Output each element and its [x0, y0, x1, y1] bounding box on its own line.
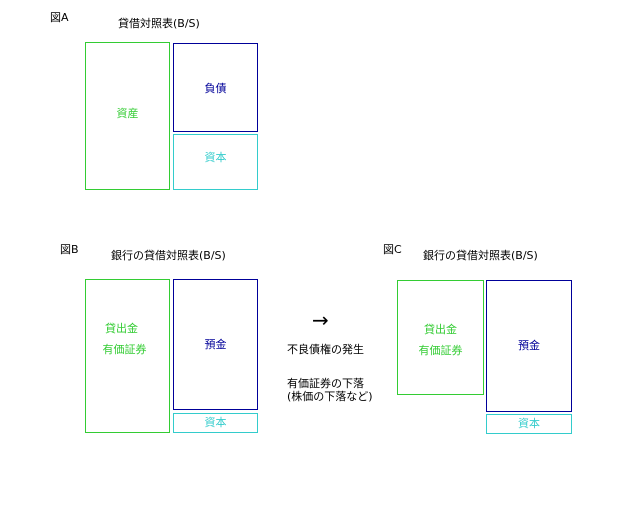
figure-c-liability-box: 預金	[486, 280, 572, 412]
figure-b-liability-label: 預金	[204, 338, 227, 351]
figure-a-title: 貸借対照表(B/S)	[118, 17, 200, 30]
figure-c-capital-label: 資本	[518, 417, 540, 430]
figure-a-liability-box: 負債	[173, 43, 258, 132]
figure-b-label: 図B	[60, 243, 79, 256]
figure-c-capital-box: 資本	[486, 414, 572, 434]
event-securities-drop: 有価証券の下落	[287, 377, 364, 390]
event-securities-drop-note: (株価の下落など)	[287, 390, 373, 403]
event-bad-loans: 不良債権の発生	[287, 343, 364, 356]
figure-b-asset-box: 貸出金 有価証券	[85, 279, 170, 433]
figure-a-capital-box: 資本	[173, 134, 258, 190]
figure-b-asset-label-2: 有価証券	[102, 343, 147, 356]
figure-a-liability-label: 負債	[204, 82, 227, 95]
figure-b-liability-box: 預金	[173, 279, 258, 410]
figure-a-asset-label: 資産	[116, 107, 139, 120]
figure-b-capital-box: 資本	[173, 413, 258, 433]
figure-b-capital-label: 資本	[204, 416, 227, 429]
figure-c-asset-label-2: 有価証券	[418, 344, 463, 357]
figure-c-asset-box: 貸出金 有価証券	[397, 280, 484, 395]
figure-b-title: 銀行の貸借対照表(B/S)	[111, 249, 226, 262]
figure-b-asset-label-1: 貸出金	[105, 322, 138, 335]
figure-c-label: 図C	[383, 243, 402, 256]
figure-a-capital-label: 資本	[204, 151, 227, 164]
figure-c-liability-label: 預金	[518, 339, 540, 352]
figure-c-asset-label-1: 貸出金	[424, 323, 457, 336]
figure-c-title: 銀行の貸借対照表(B/S)	[423, 249, 538, 262]
figure-a-label: 図A	[50, 11, 69, 24]
figure-a-asset-box: 資産	[85, 42, 170, 190]
arrow-icon: →	[312, 308, 329, 332]
